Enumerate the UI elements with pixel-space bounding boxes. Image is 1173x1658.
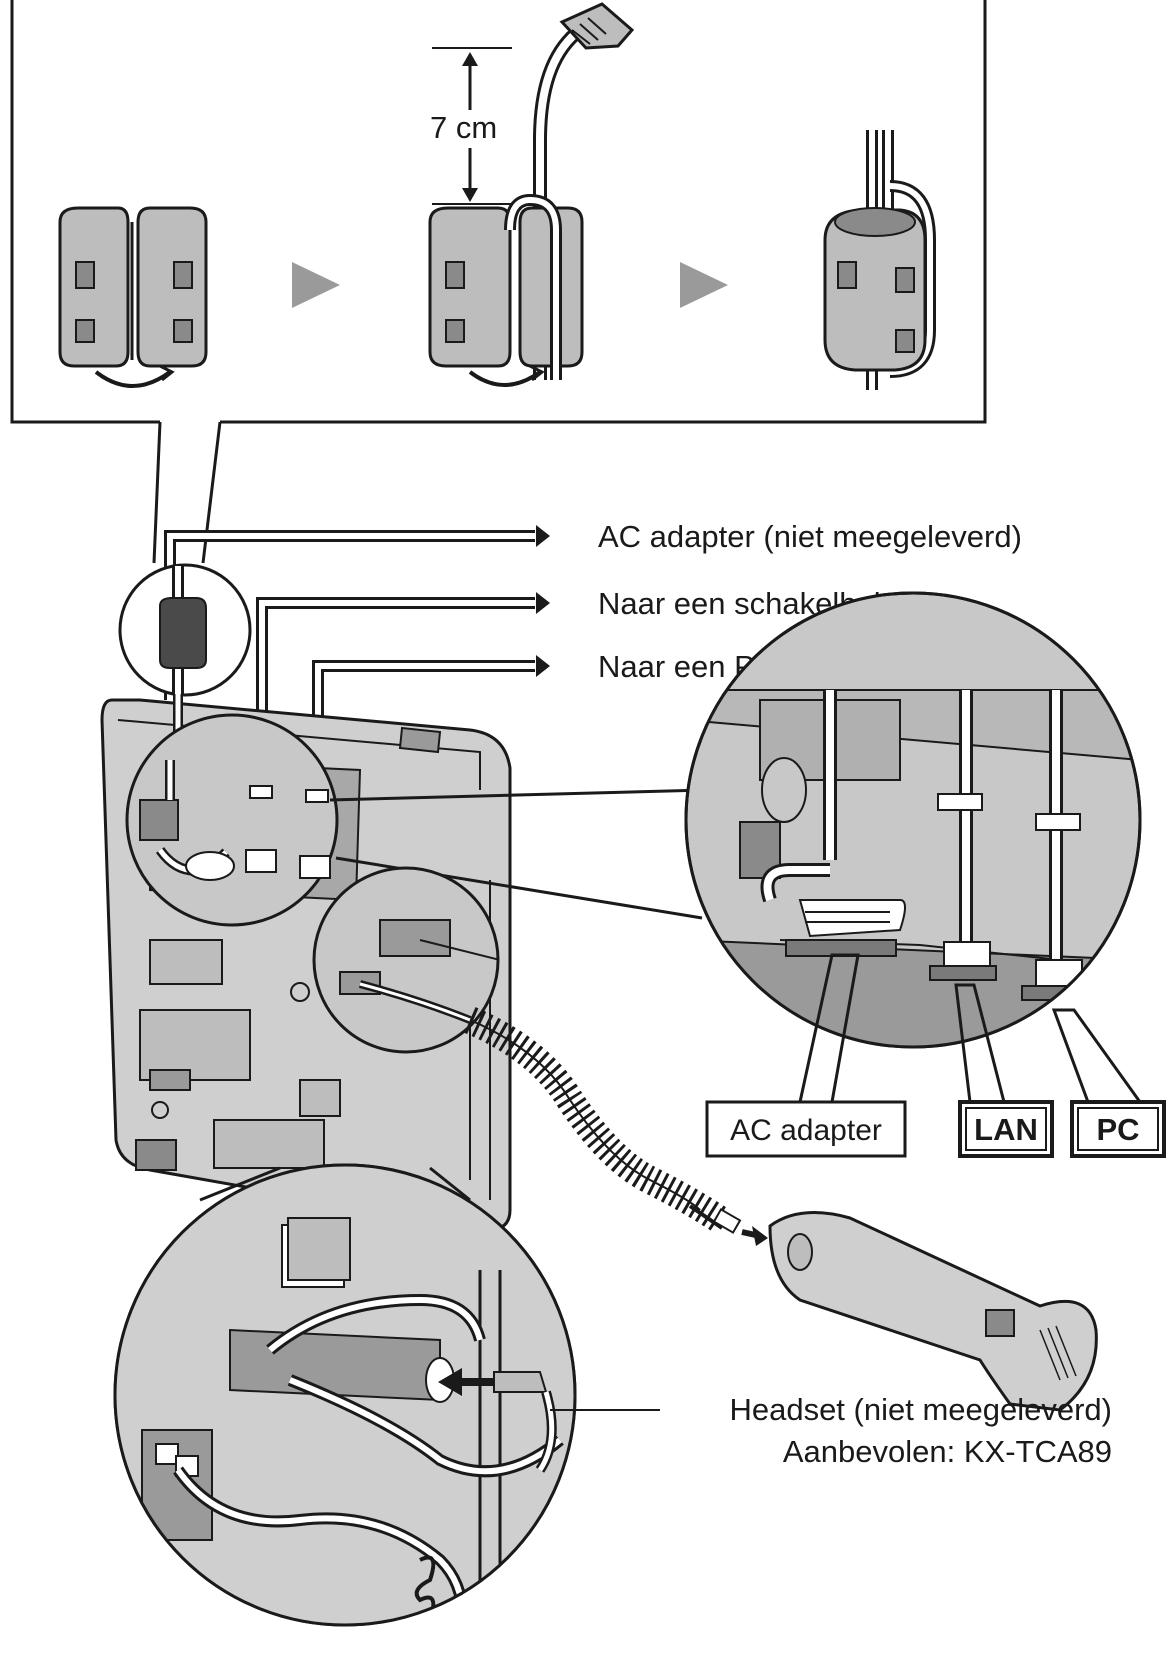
port-label-lan: LAN [974,1112,1038,1147]
port-label-leaders [798,953,1142,1103]
step-arrow-1 [292,262,340,308]
port-detail-circle [684,591,1142,1049]
coiled-handset-cord [464,1007,768,1246]
handset-jack-magnifier [312,866,500,1054]
callout-ac-adapter: AC adapter (niet meegeleverd) [598,519,1022,554]
arrow-ac-adapter-icon [536,525,550,547]
port-label-lan-box: LAN [958,1100,1054,1158]
ferrite-core-instruction-panel: 7 cm [10,0,987,564]
ferrite-core-closed-icon [823,130,936,390]
measure-7cm-label: 7 cm [430,110,497,145]
callout-headset-line2: Aanbevolen: KX-TCA89 [783,1434,1112,1469]
arrow-hub-icon [536,592,550,614]
arrow-pc-icon [536,655,550,677]
handset [768,1211,1098,1412]
ferrite-core-small-icon [159,597,207,669]
port-area-small-detail [139,760,331,881]
plug-insert-arrow-icon [438,1368,462,1396]
ferrite-core-cable-icon: 7 cm [428,2,635,387]
port-label-pc: PC [1096,1112,1139,1147]
step-arrow-2 [680,262,728,308]
headset-jack-detail-circle [113,1163,577,1627]
ferrite-core-open-icon [58,206,208,388]
callout-headset-line1: Headset (niet meegeleverd) [729,1392,1112,1427]
port-label-ac-adapter: AC adapter [730,1114,882,1147]
headset-callout: Headset (niet meegeleverd) Aanbevolen: K… [550,1392,1112,1469]
port-label-ac-adapter-box: AC adapter [705,1100,907,1158]
port-label-pc-box: PC [1070,1100,1166,1158]
